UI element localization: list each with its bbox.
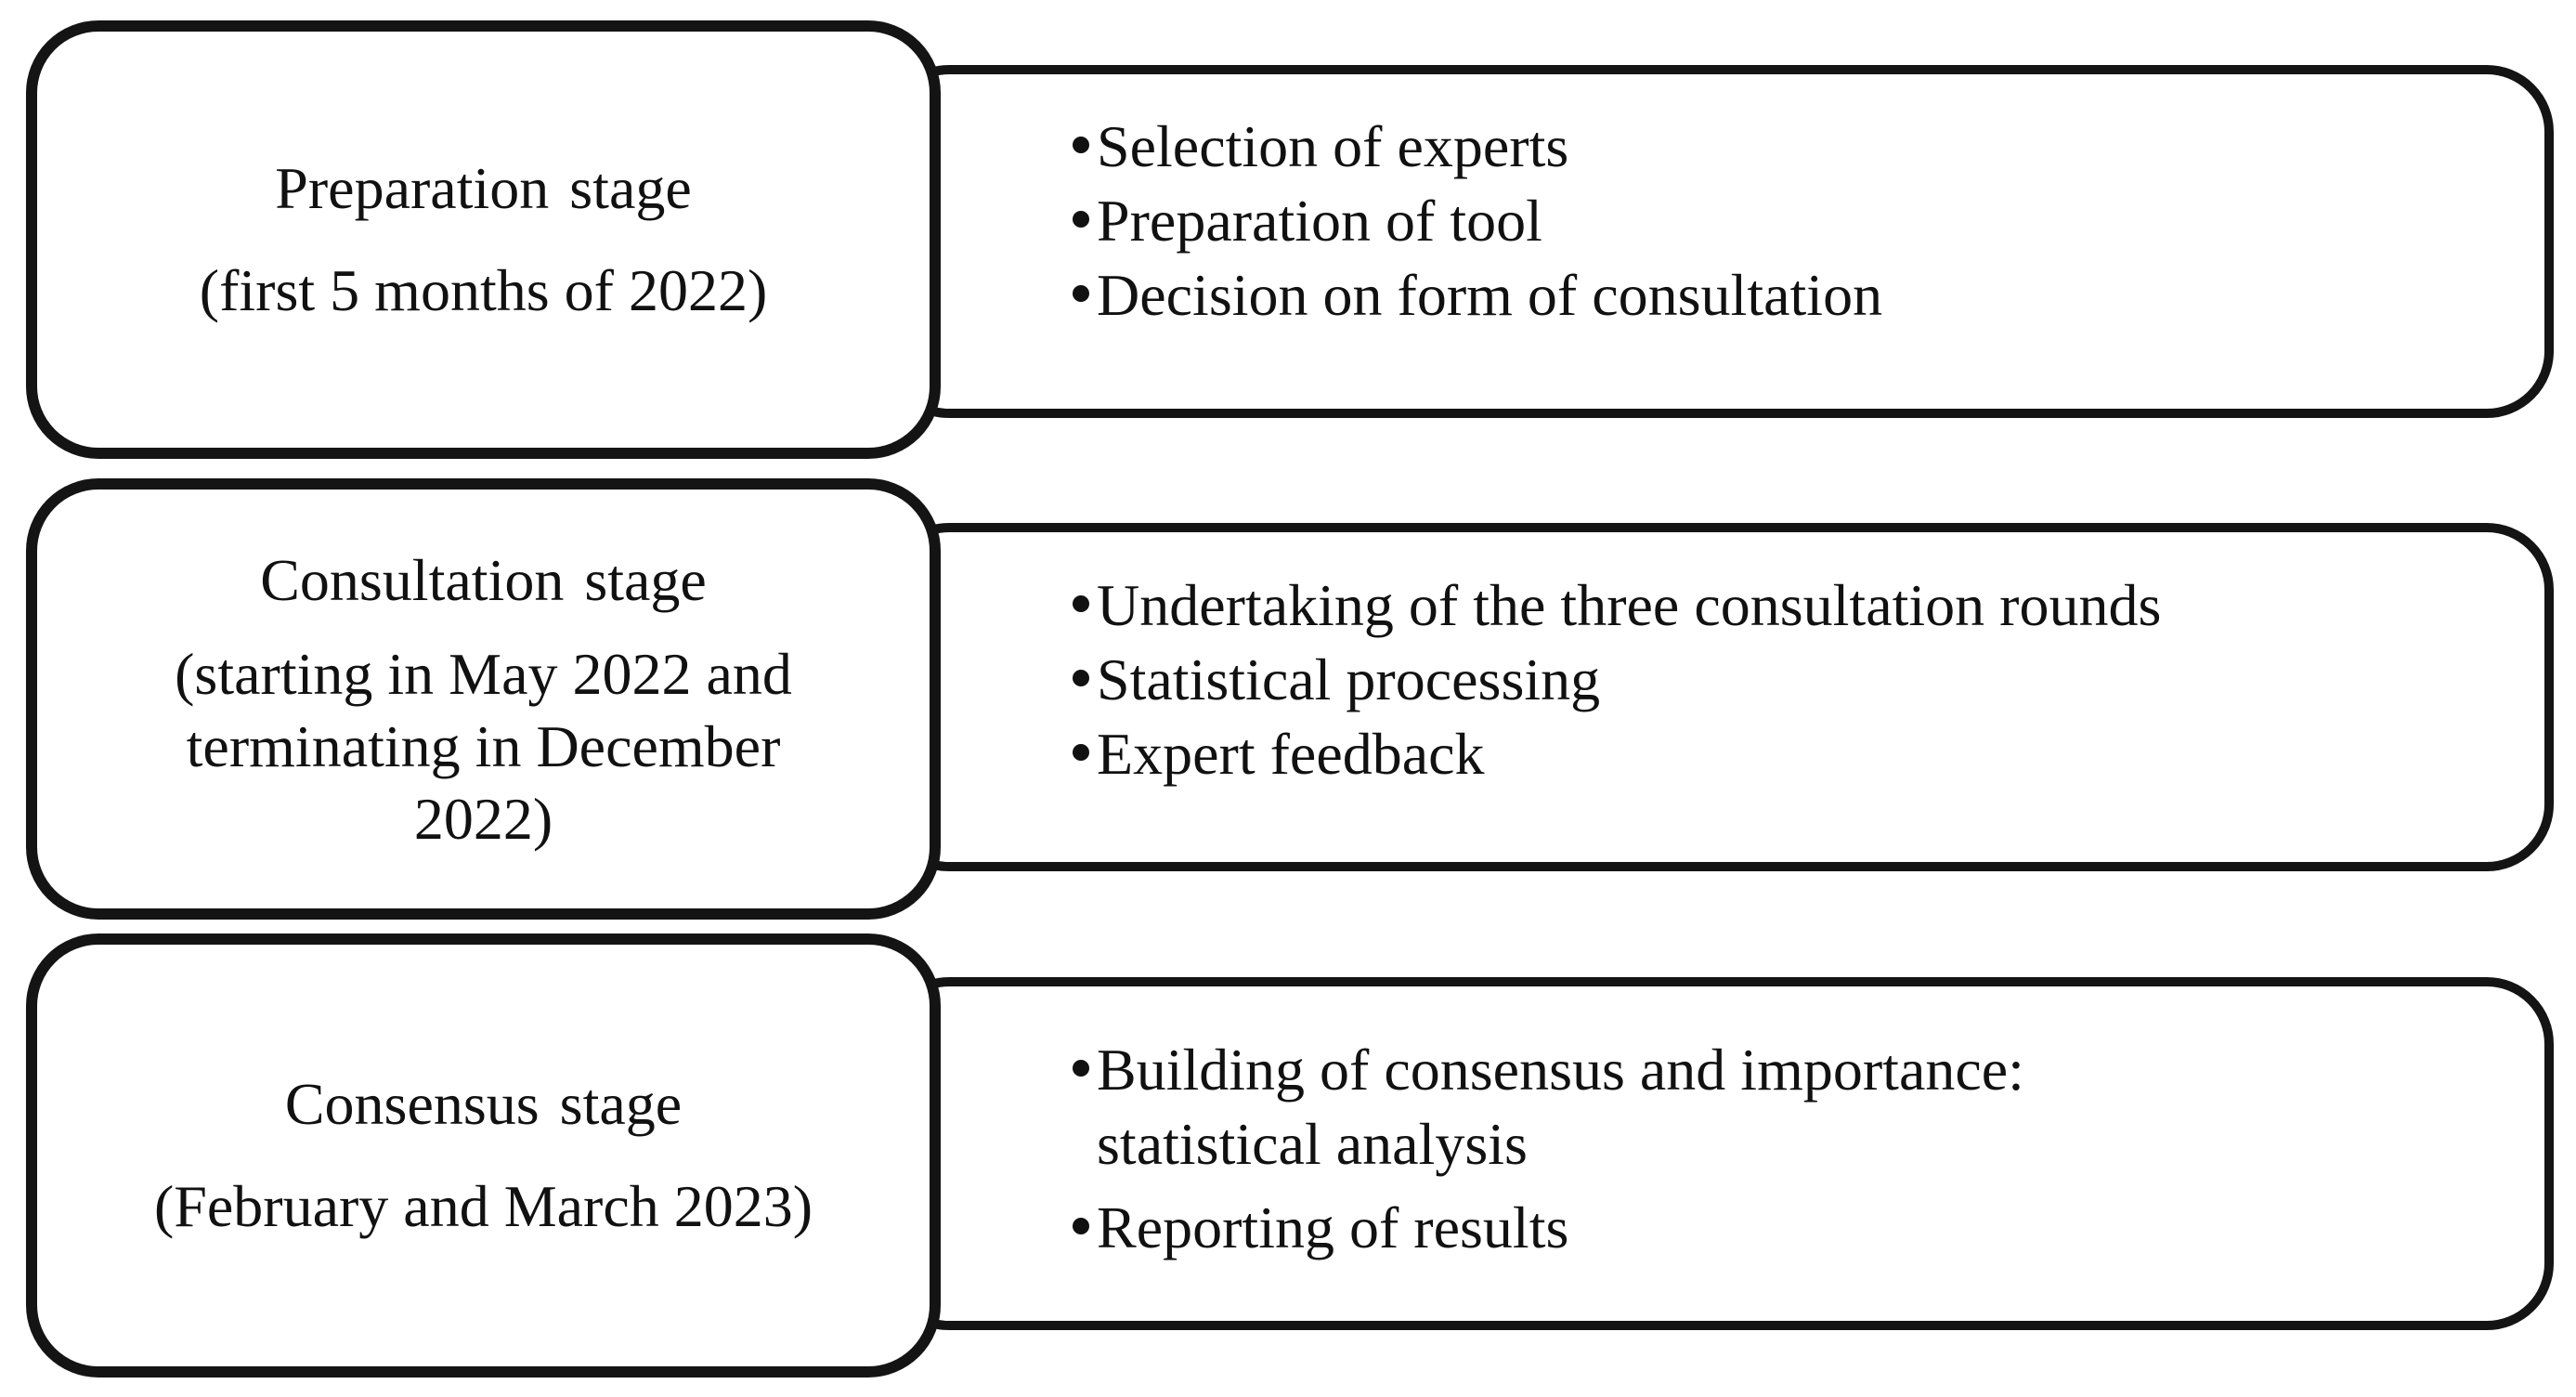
task-text: Undertaking of the three consultation ro… bbox=[1097, 572, 2162, 638]
consensus-stage-box: Consensus stage (February and March 2023… bbox=[26, 934, 941, 1377]
stage-title: Preparation stage bbox=[275, 155, 692, 221]
task-text: Decision on form of consultation bbox=[1097, 262, 1883, 328]
list-item: Reporting of results bbox=[1073, 1191, 2024, 1265]
list-item: Expert feedback bbox=[1073, 717, 2161, 791]
bullet-icon bbox=[1073, 744, 1089, 761]
task-text: Building of consensus and importance: st… bbox=[1097, 1037, 2024, 1177]
list-item: Building of consensus and importance: st… bbox=[1073, 1033, 2024, 1182]
list-item: Selection of experts bbox=[1073, 110, 1882, 184]
bullet-icon bbox=[1073, 1218, 1089, 1234]
bullet-icon bbox=[1073, 137, 1089, 153]
list-item: Preparation of tool bbox=[1073, 184, 1882, 258]
preparation-task-list: Selection of experts Preparation of tool… bbox=[1073, 110, 1882, 333]
task-text: Statistical processing bbox=[1097, 646, 1601, 712]
preparation-details-box bbox=[882, 65, 2554, 418]
bullet-icon bbox=[1073, 595, 1089, 612]
consultation-stage-box: Consultation stage (starting in May 2022… bbox=[26, 478, 941, 920]
bullet-icon bbox=[1073, 285, 1089, 302]
stage-period: (starting in May 2022 and terminating in… bbox=[175, 640, 792, 852]
bullet-icon bbox=[1073, 1060, 1089, 1077]
consultation-details-box bbox=[882, 523, 2554, 871]
list-item: Decision on form of consultation bbox=[1073, 258, 1882, 333]
list-item: Undertaking of the three consultation ro… bbox=[1073, 568, 2161, 643]
task-text: Preparation of tool bbox=[1097, 188, 1542, 254]
consultation-task-list: Undertaking of the three consultation ro… bbox=[1073, 568, 2161, 791]
stage-period: (first 5 months of 2022) bbox=[199, 257, 768, 323]
stage-title: Consensus stage bbox=[284, 1071, 683, 1137]
stage-title: Consultation stage bbox=[260, 546, 707, 613]
consensus-task-list: Building of consensus and importance: st… bbox=[1073, 1033, 2024, 1265]
bullet-icon bbox=[1073, 670, 1089, 686]
preparation-stage-box: Preparation stage (first 5 months of 202… bbox=[26, 20, 941, 459]
list-item: Statistical processing bbox=[1073, 643, 2161, 717]
task-text: Expert feedback bbox=[1097, 721, 1485, 787]
stage-period: (February and March 2023) bbox=[153, 1173, 813, 1239]
task-text: Selection of experts bbox=[1097, 113, 1569, 179]
task-text: Reporting of results bbox=[1097, 1195, 1569, 1260]
bullet-icon bbox=[1073, 211, 1089, 228]
